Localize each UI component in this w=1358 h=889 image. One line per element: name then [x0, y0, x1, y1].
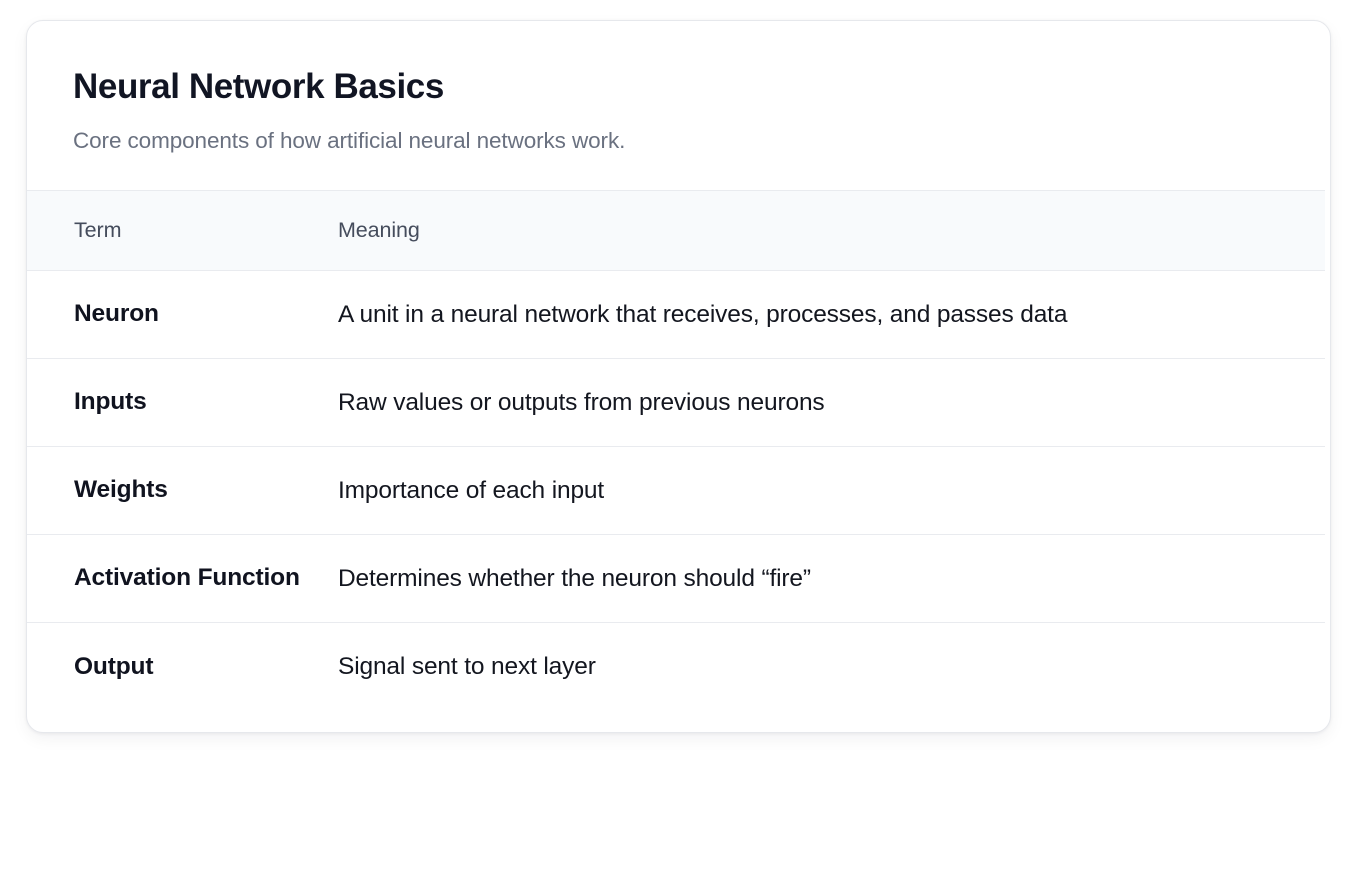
cell-meaning: Importance of each input	[337, 446, 1325, 536]
cell-meaning: Raw values or outputs from previous neur…	[337, 358, 1325, 448]
glossary-card: Neural Network Basics Core components of…	[26, 20, 1331, 734]
table-row: Inputs Raw values or outputs from previo…	[27, 358, 1325, 448]
table-header-row: Term Meaning	[27, 190, 1325, 272]
table-row: Neuron A unit in a neural network that r…	[27, 270, 1325, 360]
cell-term: Inputs	[27, 358, 337, 448]
table-row: Output Signal sent to next layer	[27, 623, 1325, 711]
cell-term: Neuron	[27, 270, 337, 360]
table-scroll-container: Term Meaning Neuron A unit in a neural n…	[27, 190, 1330, 710]
column-header-term[interactable]: Term	[27, 190, 337, 272]
card-header: Neural Network Basics Core components of…	[27, 21, 1330, 190]
card-subtitle: Core components of how artificial neural…	[73, 128, 626, 154]
cell-term: Weights	[27, 446, 337, 536]
table-row: Activation Function Determines whether t…	[27, 534, 1325, 624]
table-row: Weights Importance of each input	[27, 446, 1325, 536]
cell-term: Activation Function	[27, 534, 337, 624]
cell-meaning: A unit in a neural network that receives…	[337, 270, 1325, 360]
page-title: Neural Network Basics	[73, 67, 444, 106]
column-header-meaning[interactable]: Meaning	[337, 190, 1325, 272]
cell-term: Output	[74, 652, 154, 680]
cell-meaning: Signal sent to next layer	[338, 653, 596, 681]
cell-meaning: Determines whether the neuron should “fi…	[337, 534, 1325, 624]
glossary-table: Term Meaning Neuron A unit in a neural n…	[27, 190, 1325, 710]
card-bottom-padding	[27, 710, 1330, 732]
table-body: Neuron A unit in a neural network that r…	[27, 270, 1325, 711]
table-header: Term Meaning	[27, 190, 1325, 272]
